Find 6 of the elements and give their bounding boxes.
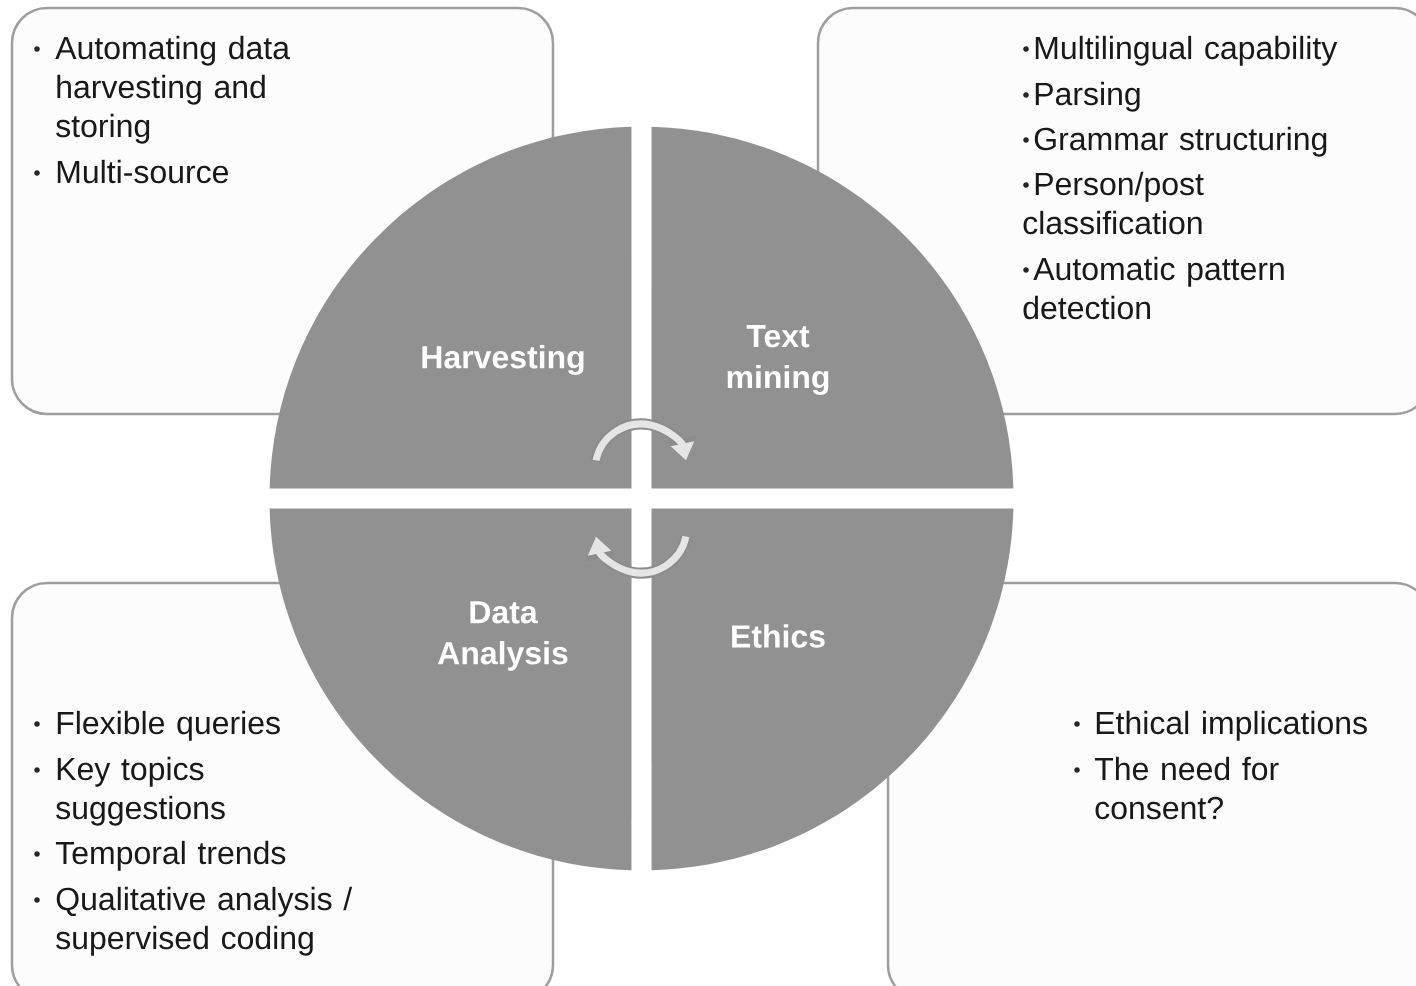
quadrant-segment: Ethics [651,508,1014,871]
text-box: Ethical implications The need for consent? [886,581,1416,986]
quadrant-segment: Harvesting [269,126,632,489]
cycle-arrow [585,535,692,579]
cycle-arrow [590,418,697,462]
quadrant-segment: Text mining [651,126,1014,489]
